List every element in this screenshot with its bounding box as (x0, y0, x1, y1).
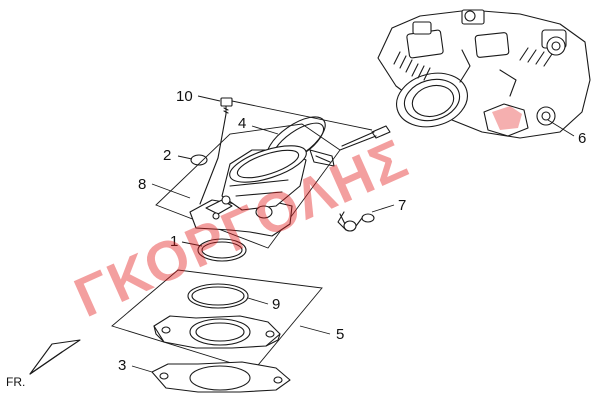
front-arrow-icon (29, 339, 81, 375)
callout-7: 7 (398, 197, 406, 214)
throttle-body (377, 9, 591, 139)
insulator-flange-part-5 (153, 315, 281, 349)
assembly-box-5 (111, 269, 323, 371)
callout-8: 8 (138, 176, 146, 193)
leader-10 (197, 95, 221, 102)
bolt-part-10 (199, 97, 233, 205)
gasket-part-3 (151, 361, 291, 393)
o-ring-part-9 (187, 283, 249, 309)
o-ring-part-1 (197, 238, 247, 262)
callout-10: 10 (176, 88, 193, 105)
leader-9 (247, 297, 269, 305)
leader-3 (131, 365, 153, 373)
o-ring-part-2 (190, 154, 208, 166)
callout-9: 9 (272, 296, 280, 313)
callout-6: 6 (578, 130, 586, 147)
callout-2: 2 (163, 147, 171, 164)
callout-1: 1 (170, 233, 178, 250)
callout-4: 4 (238, 115, 246, 132)
leader-10b (231, 100, 373, 131)
callout-5: 5 (336, 326, 344, 343)
callout-3: 3 (118, 357, 126, 374)
leader-6 (547, 119, 575, 137)
screw (339, 125, 391, 151)
assembly-box-8 (155, 123, 341, 249)
leader-4 (251, 125, 279, 135)
leader-8 (151, 183, 191, 199)
leader-7 (371, 204, 395, 213)
leader-5 (299, 325, 331, 335)
leader-2 (177, 155, 193, 160)
front-direction-label: FR. (6, 375, 25, 389)
hose-clip-part-7 (337, 211, 375, 232)
leader-1 (181, 241, 203, 247)
intake-pipe-part-8 (189, 145, 307, 237)
